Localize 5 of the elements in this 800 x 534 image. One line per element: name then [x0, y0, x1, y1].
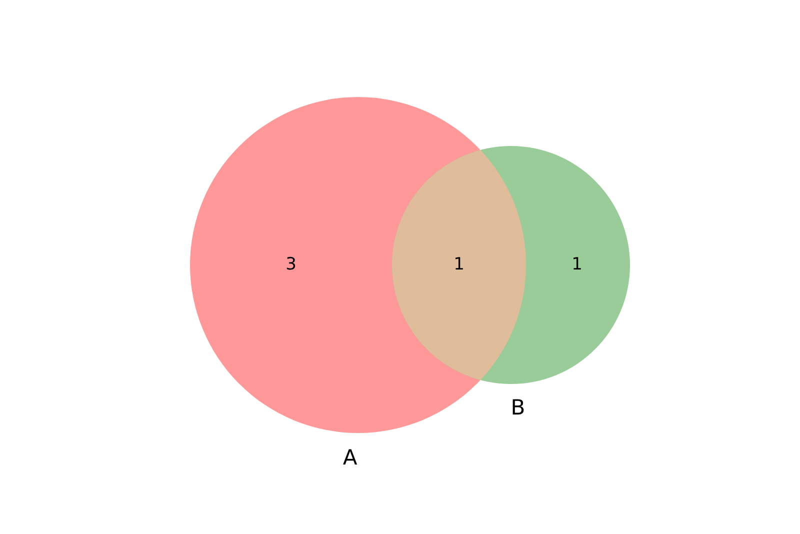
count-label: 3 [286, 256, 296, 274]
count-label: 1 [454, 256, 464, 274]
count-label: 1 [572, 256, 582, 274]
set-label: B [510, 398, 526, 418]
set-label: A [342, 448, 358, 468]
